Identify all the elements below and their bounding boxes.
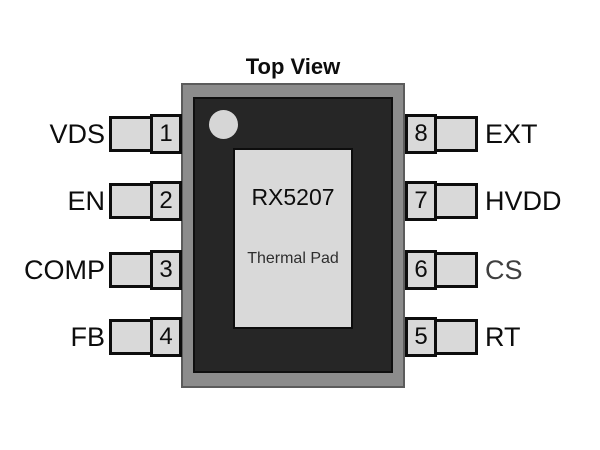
pin-label-hvdd: HVDD <box>485 186 562 216</box>
pin-number-5: 5 <box>405 317 437 357</box>
pin-row-vds: VDS 1 <box>49 114 182 154</box>
pin-row-fb: FB 4 <box>70 317 182 357</box>
pin-pad-fb <box>109 319 153 355</box>
pin-label-vds: VDS <box>49 119 105 149</box>
pin-row-ext: 8 EXT <box>405 114 538 154</box>
pin-row-cs: 6 CS <box>405 250 523 290</box>
pin-label-fb: FB <box>70 322 105 352</box>
diagram-title: Top View <box>245 54 341 79</box>
pin1-indicator-dot <box>209 110 238 139</box>
pin-pad-hvdd <box>434 183 478 219</box>
thermal-pad: RX5207 Thermal Pad <box>233 148 353 329</box>
pin-number-7: 7 <box>405 181 437 221</box>
pin-label-comp: COMP <box>24 255 105 285</box>
chip-body: RX5207 Thermal Pad <box>193 97 393 373</box>
pin-number-2: 2 <box>150 181 182 221</box>
pin-number-8: 8 <box>405 114 437 154</box>
pin-pad-rt <box>434 319 478 355</box>
pin-pad-cs <box>434 252 478 288</box>
pin-label-ext: EXT <box>485 119 538 149</box>
pin-pad-comp <box>109 252 153 288</box>
chip-name: RX5207 <box>251 184 335 210</box>
pin-row-hvdd: 7 HVDD <box>405 181 562 221</box>
pin-number-4: 4 <box>150 317 182 357</box>
pin-number-1: 1 <box>150 114 182 154</box>
pin-label-cs: CS <box>485 255 523 285</box>
pin-label-rt: RT <box>485 322 521 352</box>
pin-pad-en <box>109 183 153 219</box>
thermal-pad-label: Thermal Pad <box>247 250 339 267</box>
pin-row-comp: COMP 3 <box>24 250 182 290</box>
pin-number-6: 6 <box>405 250 437 290</box>
pin-label-en: EN <box>67 186 105 216</box>
pin-pad-ext <box>434 116 478 152</box>
pin-row-en: EN 2 <box>67 181 182 221</box>
pin-pad-vds <box>109 116 153 152</box>
pin-row-rt: 5 RT <box>405 317 521 357</box>
pin-number-3: 3 <box>150 250 182 290</box>
chip-package: RX5207 Thermal Pad <box>181 83 405 388</box>
